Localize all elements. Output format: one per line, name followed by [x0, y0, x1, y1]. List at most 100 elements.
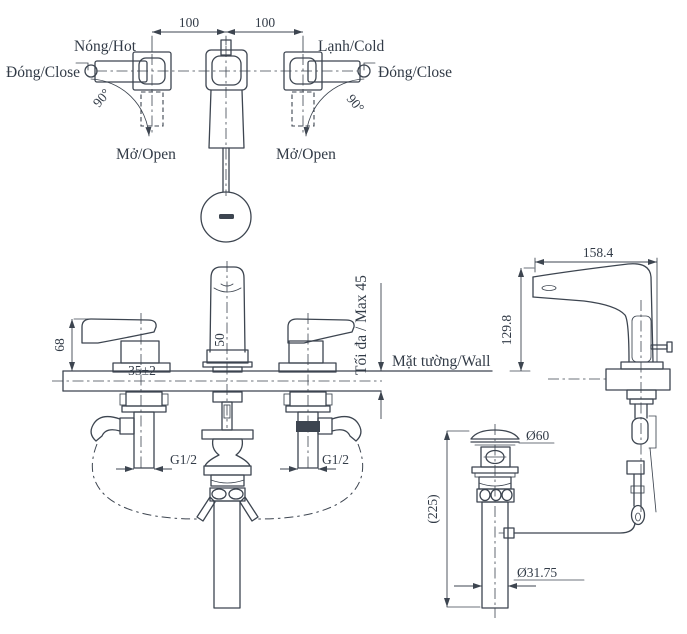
- spout-plan: [200, 39, 252, 243]
- drain-body: [204, 438, 251, 467]
- lower-rod: [633, 473, 642, 507]
- rod-band: [630, 485, 645, 494]
- hose-connector-left: [196, 496, 216, 522]
- spout-under-edge: [532, 296, 630, 363]
- dim-thread-left: G1/2: [170, 452, 197, 467]
- handle-lever-open-ghost: [140, 91, 164, 127]
- handle-lever-closed: [307, 60, 361, 83]
- clamp-bracket: [648, 415, 657, 449]
- dim-drain-length: (225): [425, 494, 440, 523]
- dim-spout-reach: 158.4: [583, 245, 614, 260]
- shank-tube: [634, 403, 648, 419]
- spout-top-edge: [532, 263, 654, 363]
- lift-rod-knob: [666, 341, 673, 353]
- handle-flange: [112, 362, 171, 373]
- dim-spout-height: 129.8: [499, 315, 514, 346]
- base-flange: [620, 361, 664, 370]
- aerator: [541, 285, 557, 291]
- dim-drain-pipe: Ø31.75: [517, 565, 557, 580]
- dim-hole: 35±2: [128, 363, 156, 378]
- drain-shank-nut: [212, 391, 243, 403]
- nut-ellipse: [501, 488, 513, 502]
- elbow-nut: [317, 417, 333, 435]
- handle-lever: [287, 318, 355, 344]
- nut-ellipse: [490, 488, 502, 502]
- spout-base: [206, 349, 249, 364]
- handle-left-plan: 90°: [84, 51, 172, 137]
- drain-nut-ellipse: [228, 488, 244, 500]
- rotation-arc: [303, 78, 365, 137]
- handle-right-plan: 90°: [283, 51, 371, 137]
- dim-drain-cap: Ø60: [526, 428, 549, 443]
- spout-neck: [212, 366, 243, 373]
- linkage-clamp: [631, 417, 649, 445]
- label-wall: Mặt tường/Wall: [392, 353, 490, 370]
- supply-elbow-tube: [90, 415, 121, 442]
- drain-flange-lower: [203, 465, 252, 476]
- dim-angle-left: 90°: [90, 86, 114, 110]
- spout-body: [208, 89, 245, 149]
- drain-flange-upper: [201, 429, 254, 440]
- hose-path-right: [257, 443, 364, 520]
- front-view: Tối đa / Max 45 Mặt tường/Wall 68 35±2: [52, 261, 493, 609]
- dim-handle-height: 68: [52, 338, 67, 352]
- clamp-bolt: [119, 393, 127, 406]
- escutcheon-inner: [211, 55, 242, 86]
- lock-nut: [125, 391, 163, 407]
- rod-hook-eye: [635, 512, 641, 522]
- washer: [629, 398, 654, 405]
- supply-elbow-tube: [331, 415, 362, 442]
- spout-outlet-slot: [219, 214, 234, 219]
- drain-rod-detail: [223, 404, 231, 419]
- drain-front: [196, 391, 259, 609]
- pivot-rod: [649, 447, 657, 513]
- label-open-right: Mở/Open: [276, 146, 336, 163]
- drain-tailpipe: [213, 500, 241, 609]
- label-close-left: Đóng/Close: [6, 64, 80, 81]
- dim-100-left: 100: [179, 15, 200, 30]
- coupling-nut: [626, 460, 645, 475]
- label-hot: Nóng/Hot: [74, 38, 137, 55]
- handle-cap: [357, 64, 371, 78]
- shank-left: G1/2: [90, 391, 197, 472]
- supply-shank: [133, 411, 155, 469]
- nut-ellipse: [479, 488, 491, 502]
- rod-port: [503, 527, 515, 539]
- label-open-left: Mở/Open: [116, 146, 176, 163]
- handle-lever: [81, 318, 157, 344]
- handle-right-front: [278, 313, 355, 470]
- spout-front: 50: [202, 261, 253, 428]
- leader-close-right: [363, 62, 376, 71]
- dim-thread-right: G1/2: [322, 452, 349, 467]
- label-cold: Lạnh/Cold: [318, 38, 385, 55]
- spout-stem: [222, 147, 230, 193]
- clamp-bolt: [283, 393, 291, 406]
- drain-collar-arc: [210, 479, 245, 484]
- handle-lever-closed: [94, 60, 148, 83]
- spout-face-arcs: [213, 283, 242, 293]
- top-view: 100 100 Nóng/Hot Lạnh/Cold Đóng/Close Đó…: [6, 15, 452, 243]
- clamp-bolt: [161, 393, 169, 406]
- shank-right: G1/2: [280, 391, 362, 472]
- dim-max-thickness: Tối đa / Max 45: [353, 275, 370, 375]
- drain-assembly: [470, 424, 520, 618]
- dim-100-right: 100: [255, 15, 276, 30]
- leader-close-left: [75, 62, 89, 71]
- elbow-nut: [119, 417, 135, 435]
- spout-body: [209, 266, 246, 353]
- washer-plate: [121, 405, 167, 413]
- rotation-arc: [90, 78, 152, 137]
- handle-column: [120, 340, 160, 364]
- dim-spout-width: 50: [212, 333, 227, 347]
- clamp-bolt: [325, 393, 333, 406]
- drain-side-view: Ø60 (225) Ø31.75: [425, 424, 585, 618]
- hose-path-left: [91, 443, 198, 520]
- dim-angle-right: 90°: [344, 91, 368, 115]
- lift-rod-linkage: [626, 389, 657, 526]
- side-view: 158.4 129.8: [499, 245, 673, 534]
- lift-rod: [650, 344, 668, 350]
- supply-shank: [297, 411, 319, 469]
- body-panel: [631, 315, 652, 363]
- horizontal-connecting-rod: [513, 522, 636, 534]
